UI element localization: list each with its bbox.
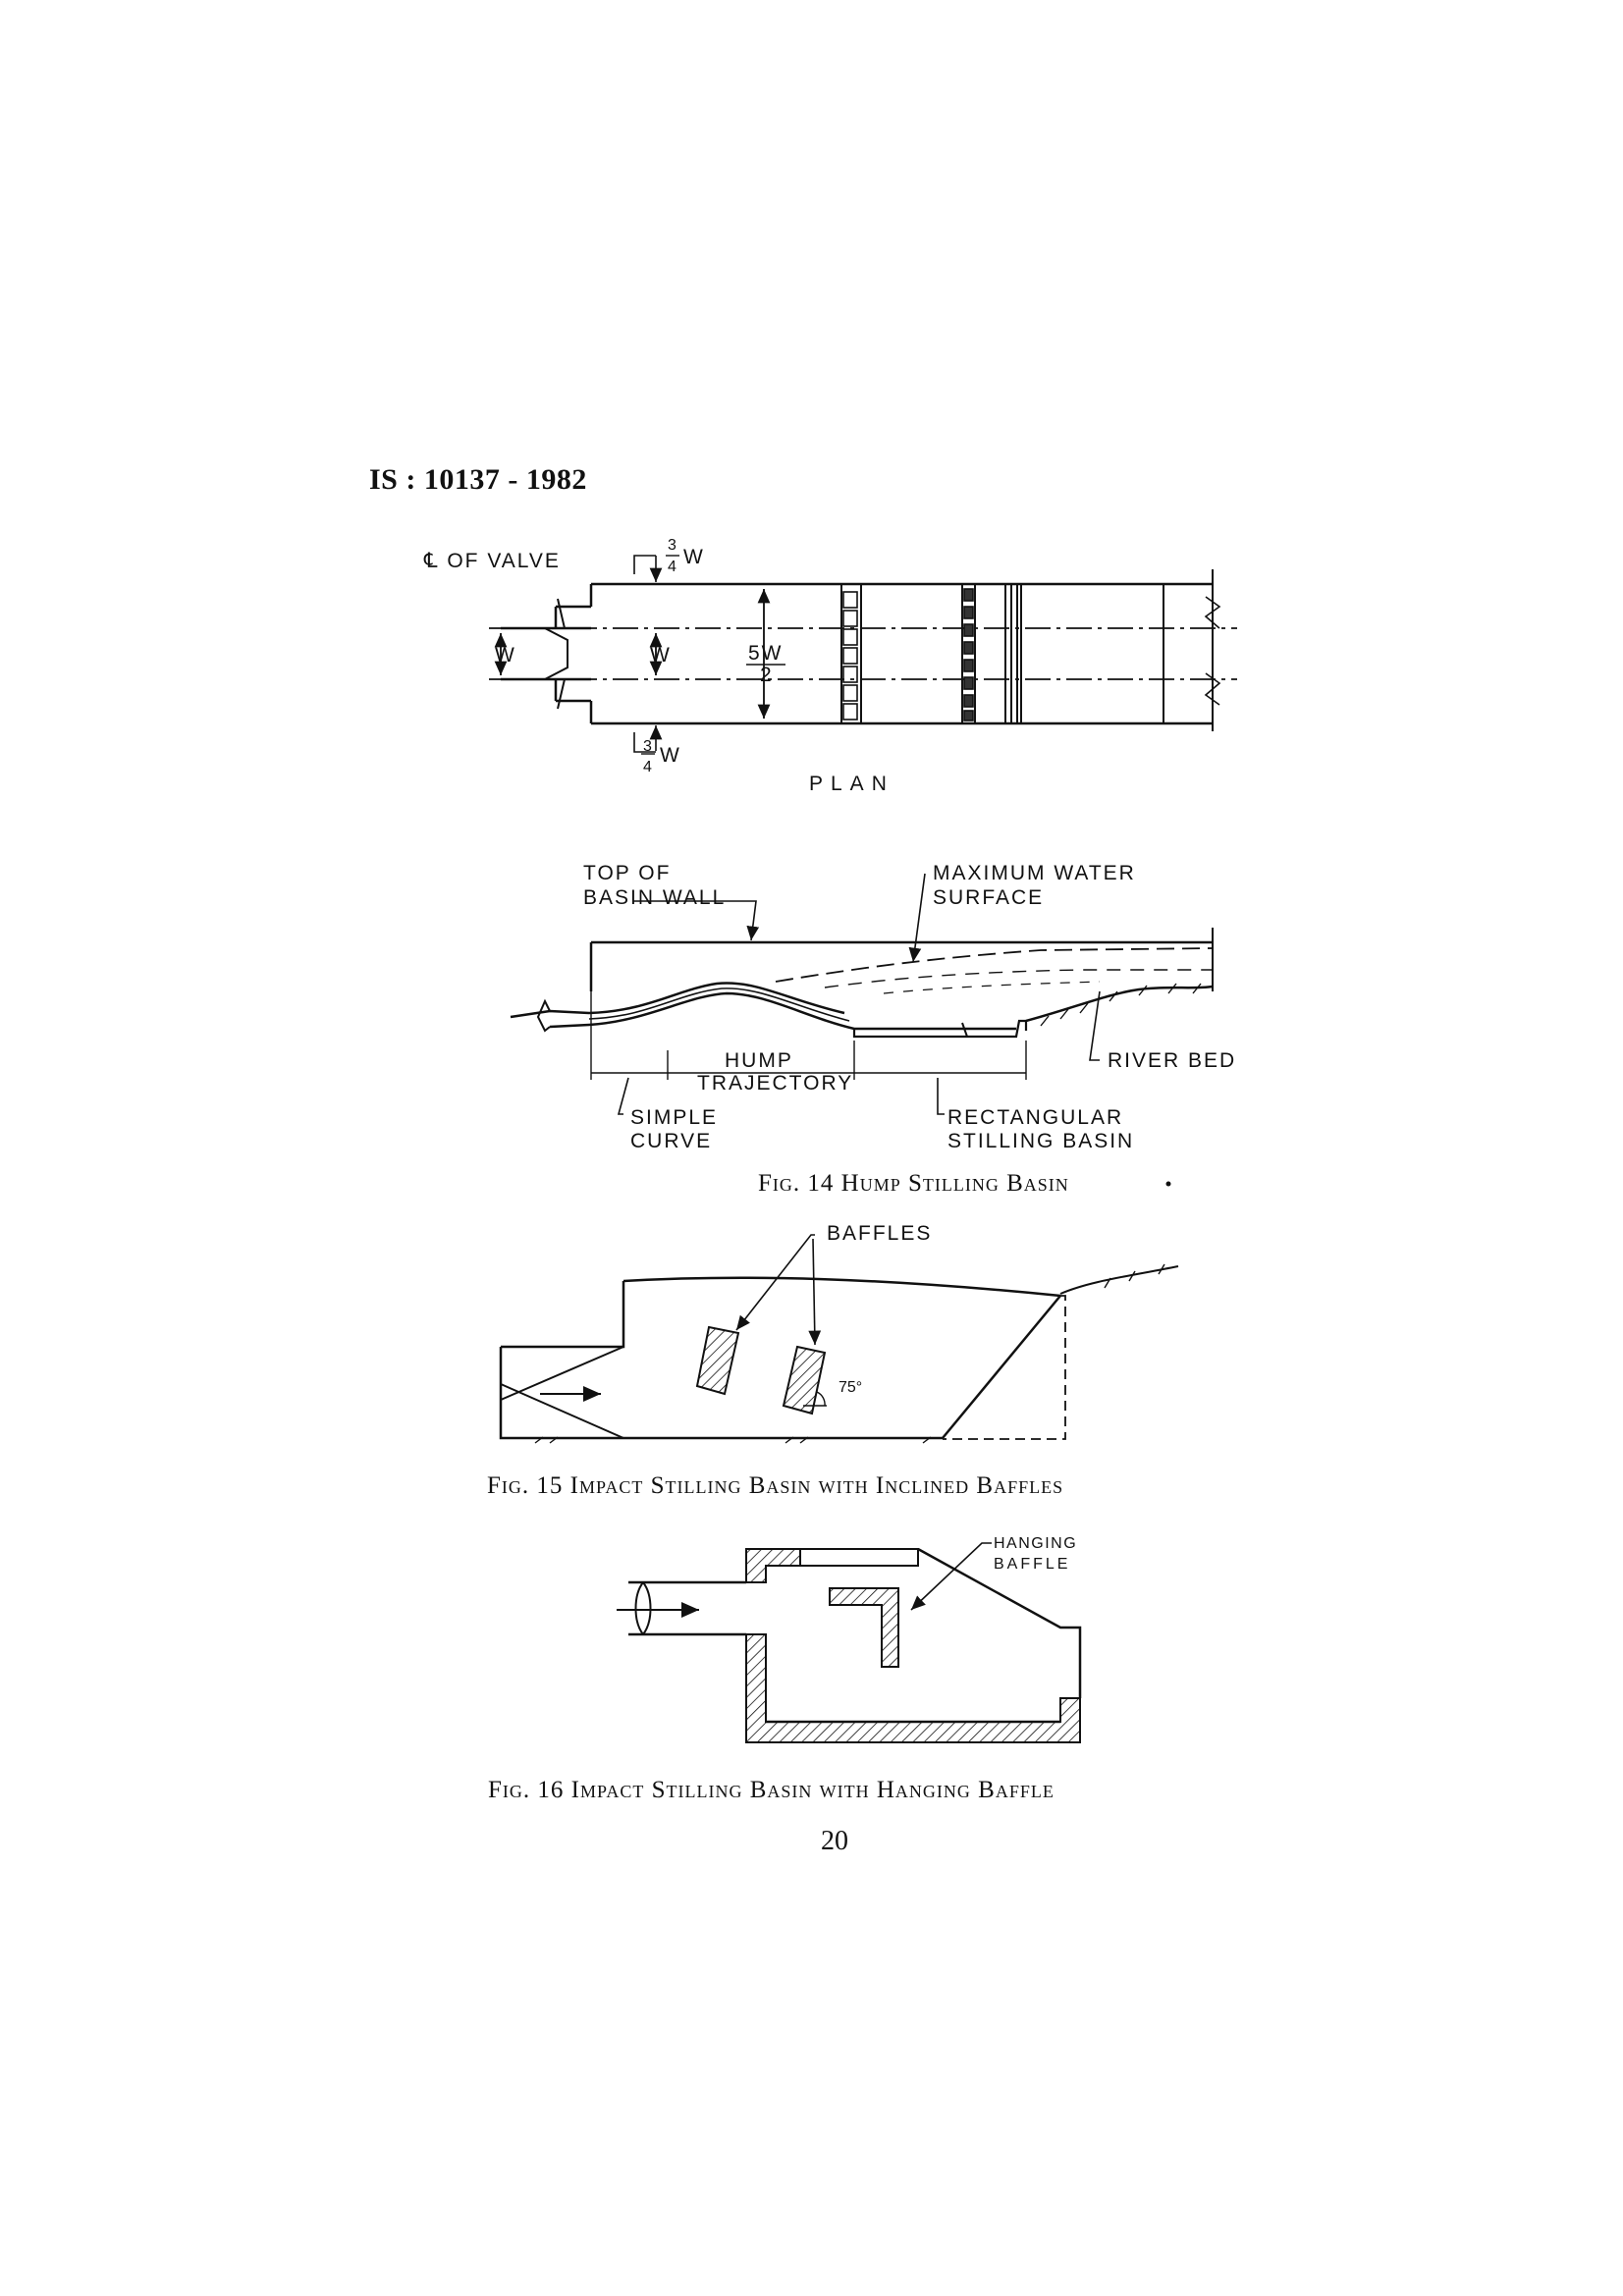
river-bed-label: RIVER BED [1108, 1049, 1236, 1072]
w-left-label: W [495, 644, 516, 667]
plan-view [489, 555, 1237, 753]
trajectory-label: TRAJECTORY [697, 1072, 853, 1095]
top-wall-line1: TOP OF [583, 862, 671, 884]
top-wall-line2: BASIN WALL [583, 886, 726, 909]
three-quarter-w-top-den: 4 [668, 559, 676, 575]
inclined-baffles-basin [499, 1234, 1179, 1444]
baffles-label: BAFFLES [827, 1222, 932, 1245]
page-number: 20 [821, 1826, 848, 1856]
hanging-baffle-line2: BAFFLE [994, 1556, 1070, 1573]
fig14-caption: Fig. 14 Hump Stilling Basin [758, 1170, 1069, 1197]
hanging-baffle-basin [617, 1542, 1082, 1743]
max-water-line2: SURFACE [933, 886, 1044, 909]
simple-curve-line1: SIMPLE [630, 1106, 718, 1129]
three-quarter-w-bottom-den: 4 [643, 759, 652, 775]
fig16-caption: Fig. 16 Impact Stilling Basin with Hangi… [488, 1777, 1055, 1803]
valve-label: ℄ OF VALVE [423, 550, 561, 572]
angle-label: 75° [839, 1379, 862, 1396]
three-quarter-w-top-unit: W [683, 546, 705, 568]
three-quarter-w-bottom-unit: W [660, 744, 681, 767]
hump-stilling-basin-section [510, 873, 1214, 1115]
w-mid-label: W [650, 644, 672, 667]
max-water-line1: MAXIMUM WATER [933, 862, 1136, 884]
three-quarter-w-bottom-num: 3 [643, 738, 652, 755]
plan-title: PLAN [809, 773, 894, 795]
fig15-caption: Fig. 15 Impact Stilling Basin with Incli… [487, 1472, 1064, 1499]
hanging-baffle-line1: HANGING [994, 1535, 1077, 1552]
five-w-num: 5W [748, 642, 784, 665]
hump-label: HUMP [725, 1049, 793, 1072]
rectangular-basin-line2: STILLING BASIN [947, 1130, 1134, 1152]
simple-curve-line2: CURVE [630, 1130, 712, 1152]
three-quarter-w-top-num: 3 [668, 537, 676, 554]
rectangular-basin-line1: RECTANGULAR [947, 1106, 1123, 1129]
standard-number-header: IS : 10137 - 1982 [369, 463, 587, 496]
five-w-den: 2 [760, 664, 774, 686]
